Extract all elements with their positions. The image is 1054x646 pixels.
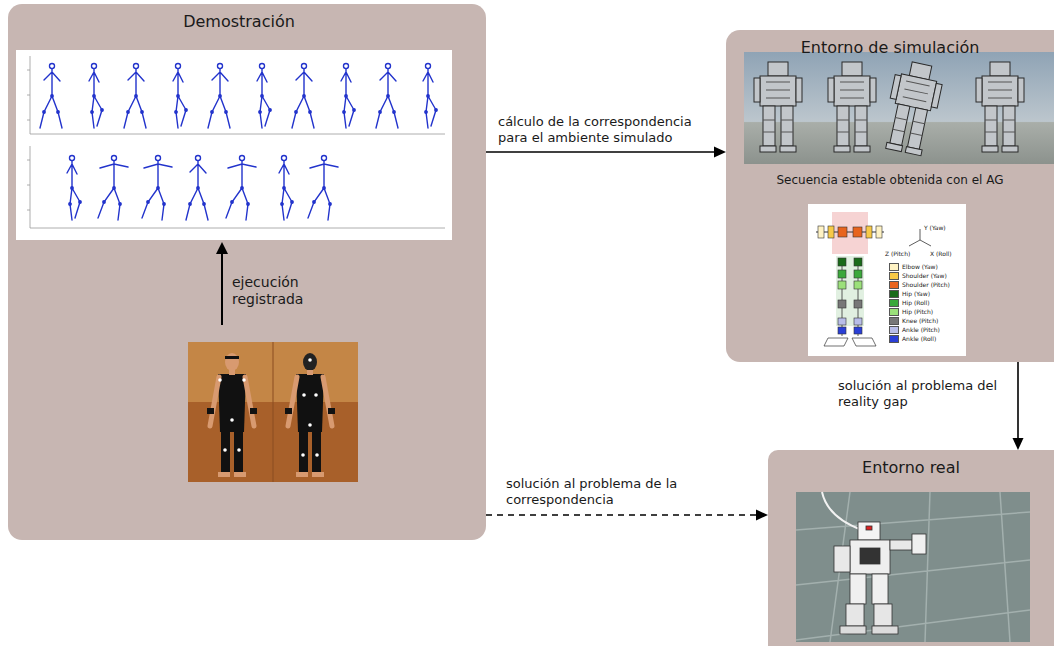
real-robot-photo (768, 450, 1054, 646)
legend-item: Ankle (Roll) (889, 334, 950, 343)
legend-text: Shoulder (Yaw) (902, 271, 947, 280)
legend-item: Elbow (Yaw) (889, 262, 950, 271)
edge-label: solución al problema de la correspondenc… (506, 476, 721, 507)
axis-label: Z (Pitch) (885, 250, 910, 257)
legend-item: Shoulder (Yaw) (889, 271, 950, 280)
legend-text: Hip (Roll) (902, 298, 929, 307)
legend-text: Ankle (Roll) (902, 334, 936, 343)
legend-swatch (889, 263, 899, 271)
legend-item: Ankle (Pitch) (889, 325, 950, 334)
legend-item: Hip (Pitch) (889, 307, 950, 316)
panel: Entorno real (768, 450, 1054, 646)
legend-text: Ankle (Pitch) (902, 325, 940, 334)
legend-text: Shoulder (Pitch) (902, 280, 950, 289)
legend-text: Hip (Pitch) (902, 307, 933, 316)
legend-swatch (889, 308, 899, 316)
legend-item: Hip (Yaw) (889, 289, 950, 298)
panel: Entorno de simulaciónSecuencia estable o… (726, 30, 1054, 362)
connector-arrow (486, 147, 726, 158)
legend-swatch (889, 335, 899, 343)
connector-arrow (486, 510, 768, 521)
legend-swatch (889, 326, 899, 334)
panel-caption: Secuencia estable obtenida con el AG (726, 173, 1054, 187)
edge-label: cálculo de la correspondencia para el am… (498, 114, 713, 145)
legend-item: Shoulder (Pitch) (889, 280, 950, 289)
connector-arrow (1013, 362, 1024, 450)
panel-title: Demostración (8, 12, 470, 31)
legend-swatch (889, 317, 899, 325)
edge-label: solución al problema del reality gap (838, 378, 1008, 409)
panel-title: Entorno real (768, 458, 1054, 477)
axis-label: X (Roll) (930, 250, 952, 257)
legend-swatch (889, 299, 899, 307)
legend-text: Elbow (Yaw) (902, 262, 938, 271)
demonstration-illustration (8, 4, 470, 540)
axis-label: Y (Yaw) (924, 224, 946, 231)
legend-text: Knee (Pitch) (902, 316, 938, 325)
legend-text: Hip (Yaw) (902, 289, 930, 298)
legend-swatch (889, 290, 899, 298)
panel: Demostración ejecución registrada (8, 4, 486, 540)
arrow-label: ejecución registrada (232, 274, 322, 308)
panel-title: Entorno de simulación (726, 38, 1054, 57)
legend-item: Hip (Roll) (889, 298, 950, 307)
legend-swatch (889, 272, 899, 280)
legend-swatch (889, 281, 899, 289)
legend-item: Knee (Pitch) (889, 316, 950, 325)
